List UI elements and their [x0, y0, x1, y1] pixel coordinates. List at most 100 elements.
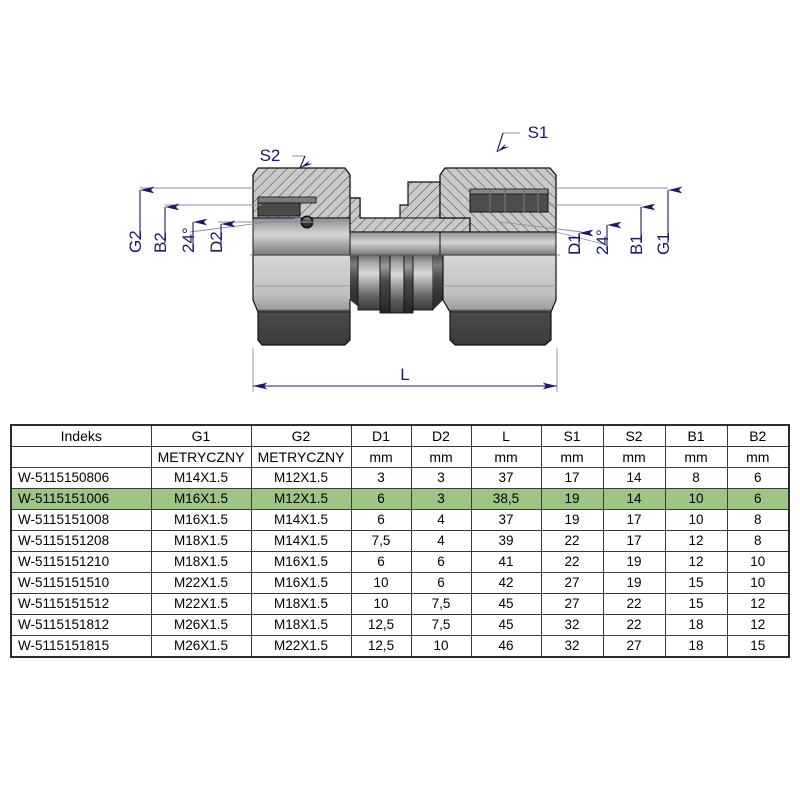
- d1-extension-line: [499, 221, 583, 233]
- cell-d2: 4: [410, 509, 472, 531]
- cell-d2: 7,5: [410, 593, 472, 615]
- col-header-l: L: [470, 424, 542, 447]
- unit-b1: mm: [664, 446, 728, 468]
- cell-s2: 19: [602, 572, 666, 594]
- cell-d1: 3: [350, 467, 412, 489]
- cell-d2: 4: [410, 530, 472, 552]
- cell-g1: M16X1.5: [150, 509, 252, 531]
- cell-b1: 15: [664, 572, 728, 594]
- centre-shoulder-right: [433, 255, 443, 310]
- col-header-s1: S1: [540, 424, 604, 447]
- centre-shaft-lower-a: [357, 254, 381, 311]
- cell-d2: 7,5: [410, 614, 472, 636]
- technical-drawing: S2 S1 G2 B2 24° D2: [126, 123, 683, 392]
- cell-s2: 17: [602, 530, 666, 552]
- header-row: Indeks G1 G2 D1 D2 L S1 S2 B1 B2: [10, 424, 790, 447]
- cell-b2: 10: [726, 551, 790, 573]
- cell-s1: 22: [540, 551, 604, 573]
- specification-table-wrapper: Indeks G1 G2 D1 D2 L S1 S2 B1 B2 METRYCZ…: [10, 424, 790, 658]
- cell-b1: 18: [664, 635, 728, 658]
- cell-l: 41: [470, 551, 542, 573]
- leader-s2: S2: [260, 146, 313, 169]
- cell-b1: 12: [664, 551, 728, 573]
- cell-l: 42: [470, 572, 542, 594]
- cell-s1: 27: [540, 593, 604, 615]
- cell-b1: 18: [664, 614, 728, 636]
- cell-s2: 19: [602, 551, 666, 573]
- cell-g2: M12X1.5: [250, 467, 352, 489]
- cell-d1: 6: [350, 551, 412, 573]
- right-nut-thread-marks: [489, 190, 539, 212]
- cell-s1: 17: [540, 467, 604, 489]
- cell-b2: 6: [726, 467, 790, 489]
- cell-g1: M26X1.5: [150, 635, 252, 658]
- centre-shoulder-left: [350, 255, 360, 308]
- col-header-s2: S2: [602, 424, 666, 447]
- cell-indeks: W-5115151815: [10, 635, 152, 658]
- cell-s2: 14: [602, 467, 666, 489]
- cell-d1: 12,5: [350, 614, 412, 636]
- cell-l: 37: [470, 467, 542, 489]
- cell-g1: M14X1.5: [150, 467, 252, 489]
- cell-d1: 10: [350, 593, 412, 615]
- col-header-b2: B2: [726, 424, 790, 447]
- cell-indeks: W-5115151008: [10, 509, 152, 531]
- fitting-section-drawing: S2 S1 G2 B2 24° D2: [126, 123, 683, 392]
- fitting-body: [250, 167, 560, 346]
- col-header-indeks: Indeks: [10, 424, 152, 447]
- cell-s2: 17: [602, 509, 666, 531]
- cell-b1: 12: [664, 530, 728, 552]
- cell-s2: 27: [602, 635, 666, 658]
- right-nut-lower: [442, 254, 557, 346]
- cell-b1: 15: [664, 593, 728, 615]
- angle-extension-line-right: [555, 231, 608, 246]
- angle-right-label: 24°: [593, 229, 612, 255]
- col-header-g2: G2: [250, 424, 352, 447]
- cell-b1: 10: [664, 509, 728, 531]
- table-head: Indeks G1 G2 D1 D2 L S1 S2 B1 B2 METRYCZ…: [10, 424, 790, 468]
- cell-d2: 3: [410, 467, 472, 489]
- cell-b1: 8: [664, 467, 728, 489]
- cell-s2: 22: [602, 614, 666, 636]
- cell-s1: 32: [540, 635, 604, 658]
- b2-dimension-label: B2: [151, 232, 170, 253]
- cell-indeks: W-5115151812: [10, 614, 152, 636]
- cell-s1: 32: [540, 614, 604, 636]
- s2-label: S2: [260, 146, 281, 165]
- cell-d1: 6: [350, 509, 412, 531]
- cell-g2: M16X1.5: [250, 551, 352, 573]
- cell-s1: 19: [540, 509, 604, 531]
- cell-l: 37: [470, 509, 542, 531]
- cell-d2: 10: [410, 635, 472, 658]
- g2-dimension-label: G2: [126, 230, 145, 253]
- left-nut-lower: [252, 254, 361, 346]
- cell-g2: M14X1.5: [250, 530, 352, 552]
- cell-indeks: W-5115150806: [10, 467, 152, 489]
- cell-indeks: W-5115151512: [10, 593, 152, 615]
- cell-d2: 3: [410, 488, 472, 510]
- left-nut-counterbore: [257, 196, 317, 204]
- cell-g2: M18X1.5: [250, 614, 352, 636]
- d2-dimension-label: D2: [207, 231, 226, 253]
- right-nut-counterbore: [469, 188, 549, 195]
- cell-b1: 10: [664, 488, 728, 510]
- unit-d1: mm: [350, 446, 412, 468]
- unit-l: mm: [470, 446, 542, 468]
- cell-l: 46: [470, 635, 542, 658]
- cell-s1: 22: [540, 530, 604, 552]
- unit-g1: METRYCZNY: [150, 446, 252, 468]
- leader-s1: S1: [496, 123, 548, 153]
- centre-collar: [389, 254, 405, 314]
- centre-groove-1: [379, 254, 391, 314]
- unit-row: METRYCZNY METRYCZNY mm mm mm mm mm mm mm: [10, 446, 790, 468]
- cell-g2: M18X1.5: [250, 593, 352, 615]
